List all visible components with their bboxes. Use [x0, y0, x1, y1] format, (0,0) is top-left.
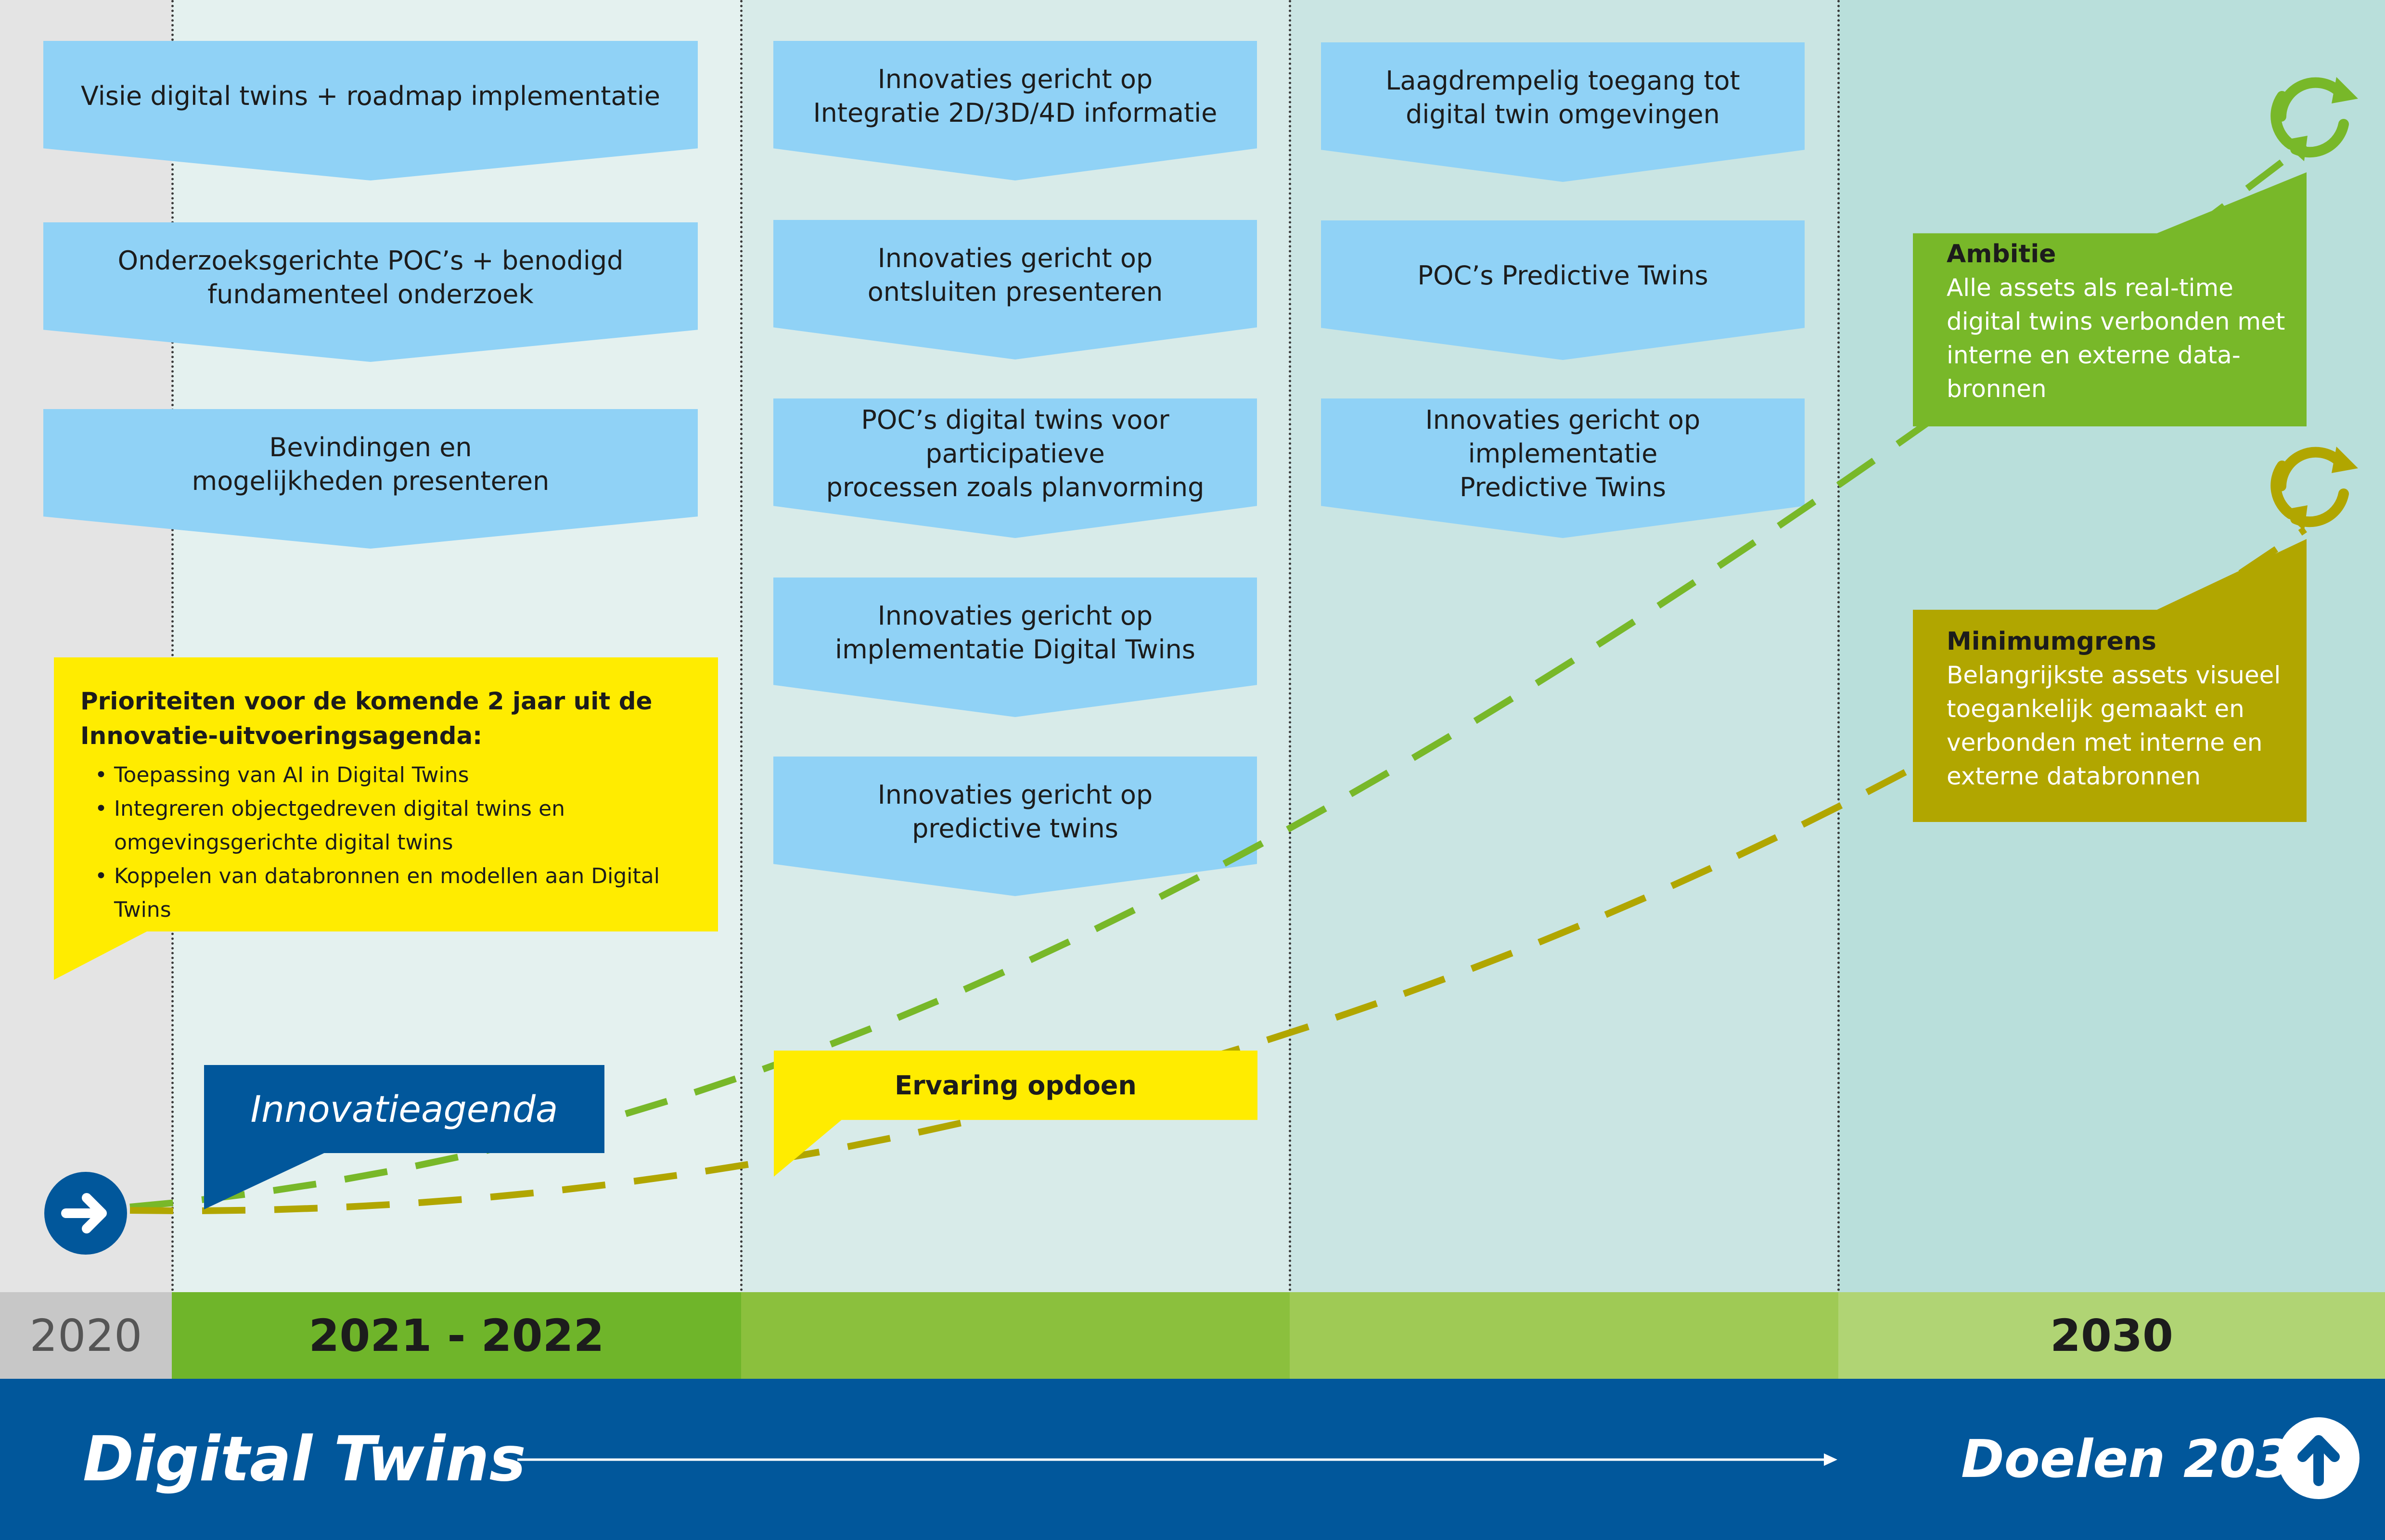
priority-item: Integreren objectgedreven digital twins …	[95, 792, 716, 860]
year-label-2020: 2020	[29, 1309, 142, 1361]
recycle-icon	[2270, 77, 2358, 161]
page-title: Digital Twins	[83, 1424, 526, 1495]
arrow-right-icon	[44, 1172, 127, 1255]
recycle-icon	[2270, 447, 2358, 531]
divider-line	[740, 0, 743, 1292]
roadmap-box-poc-predictive: POC’s Predictive Twins	[1321, 220, 1805, 360]
priority-item: Koppelen van databronnen en modellen aan…	[95, 860, 716, 927]
roadmap-box-bevindingen: Bevindingen en mogelijkheden presenteren	[43, 409, 698, 549]
priorities-callout: Prioriteiten voor de komende 2 jaar uit …	[54, 657, 718, 980]
year-band-2030	[1838, 1292, 2385, 1379]
column-2020-bg	[0, 0, 172, 1292]
priority-item: Toepassing van AI in Digital Twins	[95, 758, 716, 792]
minimum-text: Belangrijkste assets visueel toegankelij…	[1947, 661, 2281, 790]
year-band-2023	[741, 1292, 1290, 1379]
ambitie-text: Alle assets als real-time digital twins …	[1947, 274, 2285, 403]
roadmap-box-participatie: POC’s digital twins voor participatieve …	[773, 398, 1257, 538]
priorities-list: Toepassing van AI in Digital Twins Integ…	[95, 758, 716, 927]
roadmap-box-laagdrempelig: Laagdrempelig toegang tot digital twin o…	[1321, 42, 1805, 182]
title-bar: Digital Twins Doelen 2030:	[0, 1379, 2385, 1540]
divider-line	[1837, 0, 1840, 1292]
ambitie-title: Ambitie	[1947, 240, 2056, 269]
roadmap-box-ontsluiten: Innovaties gericht op ontsluiten present…	[773, 220, 1257, 359]
ervaring-label: Ervaring opdoen	[895, 1070, 1137, 1101]
year-band-2026	[1290, 1292, 1838, 1379]
minimum-title: Minimumgrens	[1947, 627, 2156, 656]
ambitie-curve	[129, 141, 2308, 1210]
priorities-heading: Prioriteiten voor de komende 2 jaar uit …	[80, 687, 653, 750]
roadmap-box-visie: Visie digital twins + roadmap implementa…	[43, 41, 698, 180]
timeline-arrow	[517, 1453, 1837, 1466]
divider-line	[1289, 0, 1291, 1292]
year-label-2021-2022: 2021 - 2022	[308, 1309, 604, 1361]
arrow-up-icon	[2278, 1417, 2359, 1499]
roadmap-box-predictive: Innovaties gericht op predictive twins	[773, 757, 1257, 896]
roadmap-box-impl-predictive: Innovaties gericht op implementatie Pred…	[1321, 398, 1805, 538]
roadmap-box-implementatie: Innovaties gericht op implementatie Digi…	[773, 578, 1257, 717]
roadmap-box-integratie: Innovaties gericht op Integratie 2D/3D/4…	[773, 41, 1257, 180]
year-label-2030: 2030	[2050, 1309, 2174, 1361]
divider-line	[171, 0, 174, 1292]
year-band-2021	[172, 1292, 741, 1379]
innovatieagenda-label: Innovatieagenda	[250, 1088, 558, 1130]
column-2026-bg	[1290, 0, 1838, 1292]
roadmap-box-onderzoek: Onderzoeksgerichte POC’s + benodigd fund…	[43, 222, 698, 362]
year-band-2020	[0, 1292, 172, 1379]
